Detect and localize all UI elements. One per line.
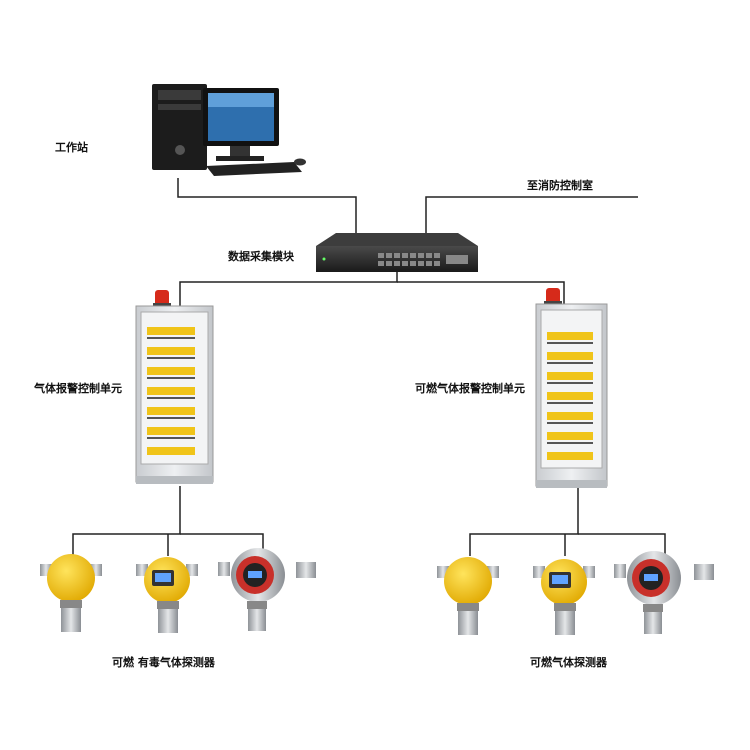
workstation-label: 工作站 <box>55 141 88 154</box>
combustible-alarm-unit-label: 可燃气体报警控制单元 <box>415 382 525 395</box>
combustible-detectors-label: 可燃气体探测器 <box>530 656 607 669</box>
gas-alarm-unit-label: 气体报警控制单元 <box>34 382 122 395</box>
gas-detector-icon <box>437 557 499 635</box>
gas-detector-icon <box>40 554 102 632</box>
gas-detector-icon <box>533 559 595 635</box>
connection-lines <box>72 178 666 556</box>
toxic-detectors-label: 可燃 有毒气体探测器 <box>112 656 215 669</box>
network-switch-icon <box>316 233 478 272</box>
alarm-cabinet-icon <box>535 288 608 488</box>
alarm-cabinet-icon <box>135 290 214 484</box>
gas-detector-icon <box>218 548 316 631</box>
gas-detector-icon <box>614 551 714 634</box>
gas-detector-icon <box>136 557 198 633</box>
workstation-icon <box>152 84 306 176</box>
data-module-label: 数据采集模块 <box>228 250 294 263</box>
fire-control-room-label: 至消防控制室 <box>527 179 593 192</box>
